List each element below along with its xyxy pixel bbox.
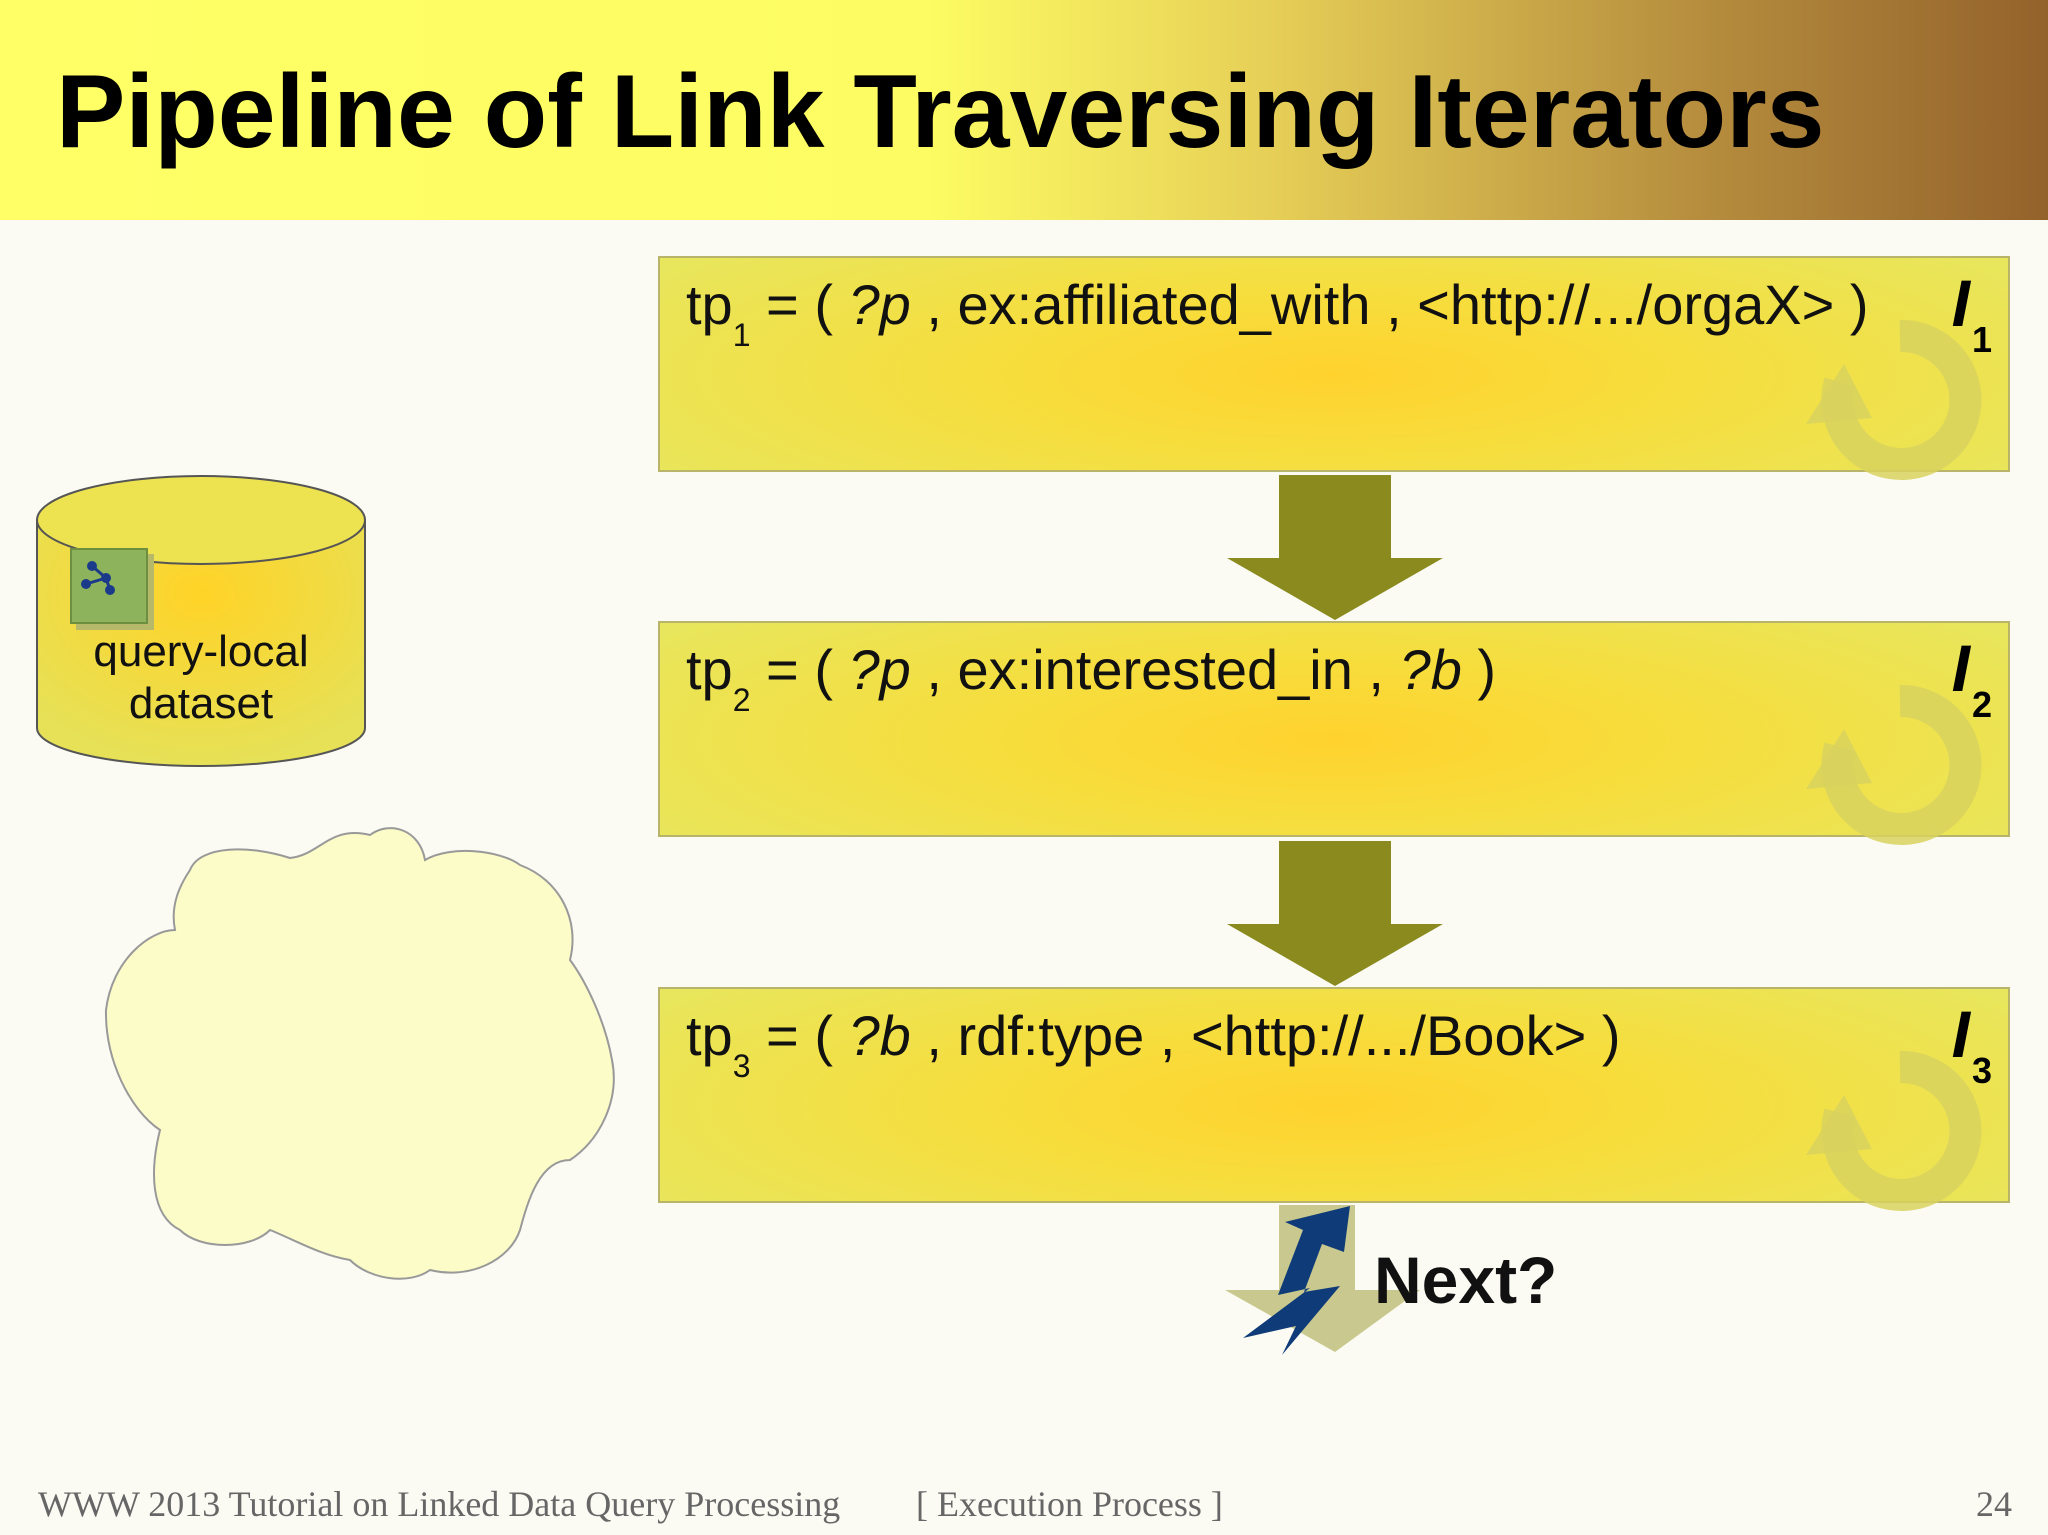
- loop-arrow-icon: [1806, 684, 1982, 845]
- iterator-box-3: tp3 = ( ?b , rdf:type , <http://.../Book…: [658, 987, 2010, 1211]
- tp-open: = (: [750, 638, 849, 701]
- tp-prefix: tp: [686, 1004, 733, 1067]
- iterator-label-2: I2: [1951, 623, 1992, 725]
- loop-arrow-icon: [1806, 319, 1982, 480]
- slide-title: Pipeline of Link Traversing Iterators: [56, 54, 1825, 170]
- triple-pattern-1: tp1 = ( ?p , ex:affiliated_with , <http:…: [686, 270, 1869, 353]
- footer-tutorial-title: WWW 2013 Tutorial on Linked Data Query P…: [38, 1484, 841, 1524]
- triple-pattern-3: tp3 = ( ?b , rdf:type , <http://.../Book…: [686, 1001, 1621, 1084]
- dataset-label-line2: dataset: [128, 679, 274, 728]
- tp-rest: , ex:affiliated_with , <http://.../orgaX…: [910, 273, 1869, 336]
- pipeline-arrow-1: [1227, 475, 1443, 620]
- page-number: 24: [1976, 1484, 2012, 1524]
- iterator-letter: I: [1951, 997, 1970, 1071]
- tp-rest: , ex:interested_in ,: [910, 638, 1400, 701]
- lightning-icon: [1243, 1206, 1350, 1355]
- tp-close: ): [1461, 638, 1497, 701]
- footer-section: [ Execution Process ]: [916, 1484, 1223, 1524]
- iterator-box-1: tp1 = ( ?p , ex:affiliated_with , <http:…: [658, 256, 2010, 480]
- tp-index: 2: [732, 682, 751, 718]
- iterator-index: 3: [1971, 1050, 1992, 1091]
- iterator-index: 2: [1971, 684, 1992, 725]
- dataset-label-line1: query-local: [93, 627, 309, 676]
- iterator-box-2: tp2 = ( ?p , ex:interested_in , ?b ) I2: [658, 621, 2010, 845]
- tp-subject-var: ?b: [848, 1004, 911, 1067]
- tp-index: 3: [732, 1048, 751, 1084]
- tp-rest: , rdf:type , <http://.../Book> ): [910, 1004, 1621, 1067]
- iterator-index: 1: [1971, 319, 1992, 360]
- iterator-letter: I: [1951, 266, 1970, 340]
- tp-subject-var: ?p: [848, 638, 911, 701]
- tp-index: 1: [732, 317, 751, 353]
- iterator-letter: I: [1951, 631, 1970, 705]
- title-bar: Pipeline of Link Traversing Iterators: [0, 0, 2048, 220]
- iterator-label-1: I1: [1951, 258, 1992, 360]
- loop-arrow-icon: [1806, 1050, 1982, 1211]
- next-call-label: Next?: [1374, 1243, 1558, 1317]
- tp-open: = (: [750, 273, 849, 336]
- pipeline-arrow-2: [1227, 841, 1443, 986]
- dataset-label: query-local dataset: [36, 626, 366, 730]
- rdf-graph-icon: [70, 548, 148, 624]
- web-cloud: [104, 827, 615, 1280]
- iterator-label-3: I3: [1951, 989, 1992, 1091]
- tp-prefix: tp: [686, 638, 733, 701]
- tp-object-var: ?b: [1399, 638, 1462, 701]
- tp-subject-var: ?p: [848, 273, 911, 336]
- tp-prefix: tp: [686, 273, 733, 336]
- tp-open: = (: [750, 1004, 849, 1067]
- triple-pattern-2: tp2 = ( ?p , ex:interested_in , ?b ): [686, 635, 1497, 718]
